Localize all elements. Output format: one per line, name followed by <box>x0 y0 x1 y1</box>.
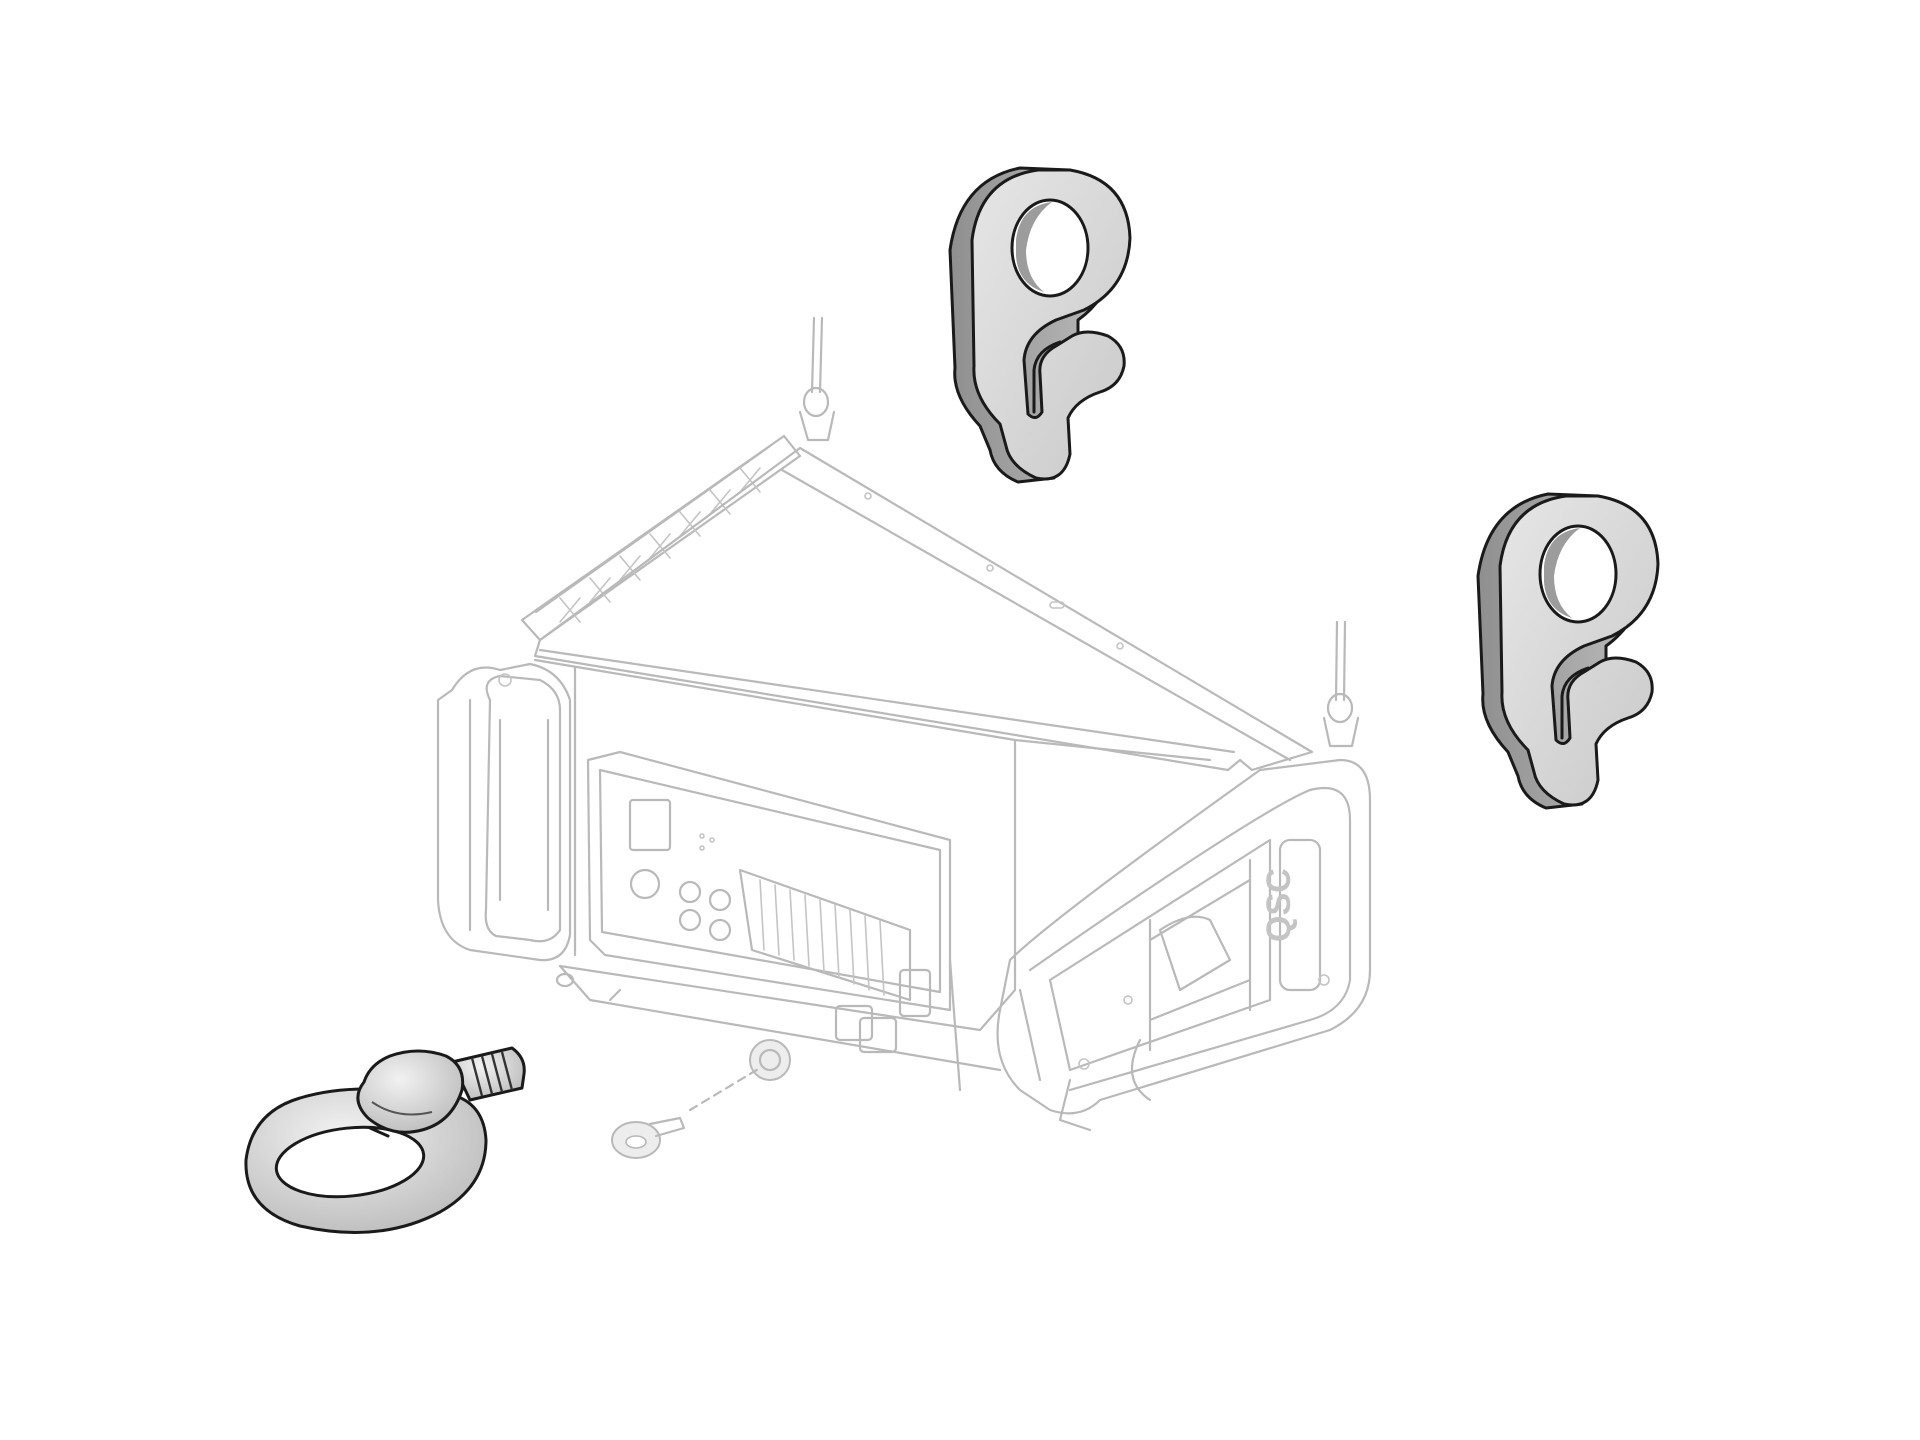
speaker-cabinet: QSC <box>436 316 1372 1159</box>
cabinet-side-left <box>436 662 572 962</box>
rigging-hook-a <box>948 166 1132 484</box>
rigging-hook-b <box>1476 492 1660 810</box>
suspension-cable-right <box>1322 620 1360 748</box>
eyebolt-ghost <box>611 1116 686 1159</box>
rigging-rail <box>520 434 802 642</box>
insertion-guide-line <box>688 1066 762 1112</box>
brand-logo: QSC <box>1260 868 1298 942</box>
cabinet-base <box>555 964 1002 1072</box>
eyebolt-insert <box>749 1039 791 1081</box>
cabinet-side-right: QSC <box>996 758 1372 1132</box>
cabinet-front <box>533 658 1212 1032</box>
suspension-cable-left <box>798 316 836 442</box>
eyebolt <box>244 1046 526 1234</box>
cabinet-top <box>533 446 1314 772</box>
amplifier-panel <box>586 750 962 1092</box>
eyebolt-thread <box>450 1046 526 1102</box>
